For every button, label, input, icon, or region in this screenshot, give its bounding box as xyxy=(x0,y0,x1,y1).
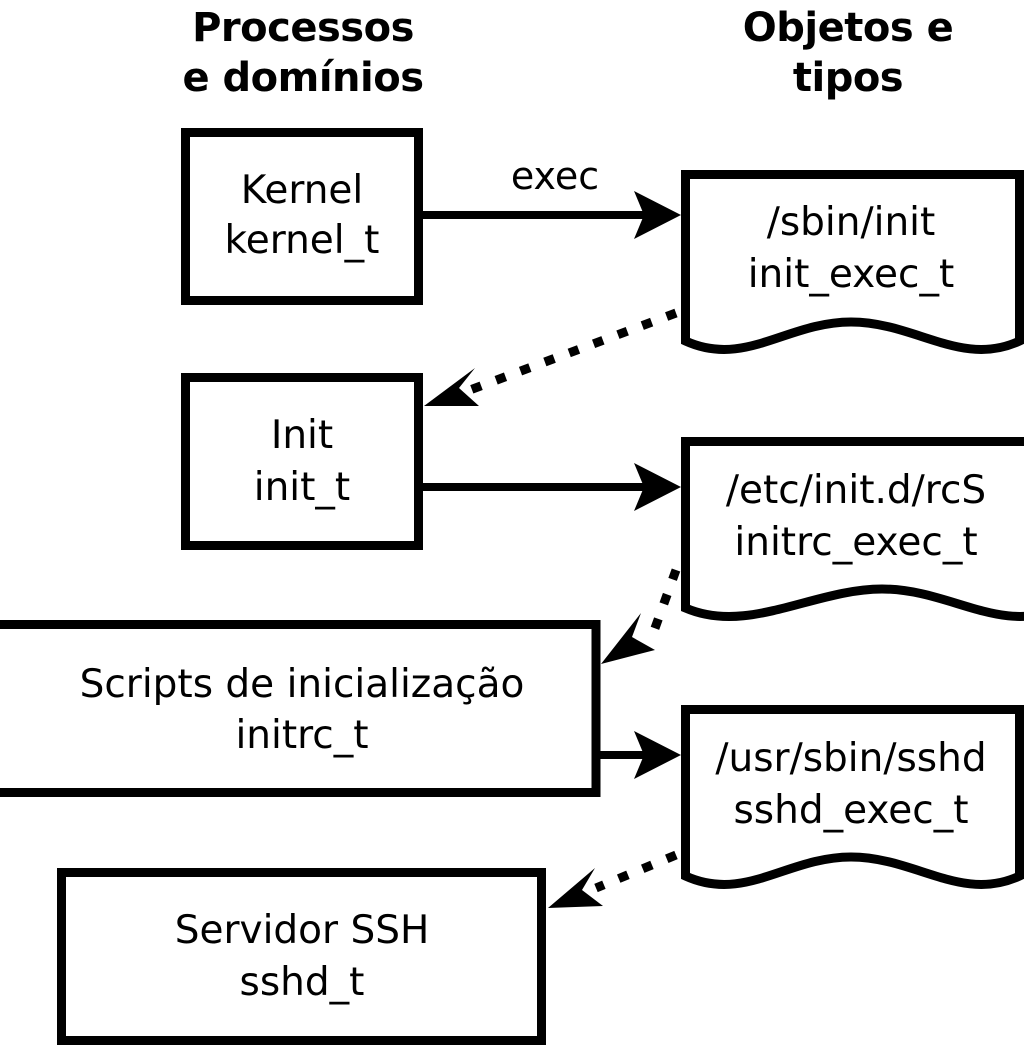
edge-initrc-exec-to-initrc-arrowhead xyxy=(601,613,655,664)
header-objects-line2: tipos xyxy=(793,55,903,101)
node-initrc-line1: Scripts de inicialização xyxy=(80,662,525,707)
edge-sshd-exec-to-sshd-arrowhead xyxy=(548,868,603,908)
node-initrc-exec[interactable]: /etc/init.d/rcS initrc_exec_t xyxy=(681,437,1024,621)
node-init-box[interactable] xyxy=(181,373,423,550)
edge-initrc-exec-to-initrc xyxy=(601,568,681,664)
node-sshd-box[interactable] xyxy=(57,868,546,1045)
node-init-line2: init_t xyxy=(254,465,350,510)
edge-init-exec-to-init-arrowhead xyxy=(424,368,479,406)
edge-label-exec: exec xyxy=(511,154,599,198)
edge-initrc-exec-to-initrc-line xyxy=(645,568,681,644)
edge-initrc-to-sshd-exec-arrowhead xyxy=(634,731,681,779)
node-init-line1: Init xyxy=(271,413,333,458)
node-kernel[interactable]: Kernel kernel_t xyxy=(181,128,423,305)
node-init[interactable]: Init init_t xyxy=(181,373,423,550)
edge-init-to-initrc-exec-arrowhead xyxy=(634,463,681,511)
node-sshd[interactable]: Servidor SSH sshd_t xyxy=(57,868,546,1045)
node-init-exec-doc[interactable] xyxy=(681,170,1024,354)
node-kernel-line1: Kernel xyxy=(241,168,364,213)
node-sshd-line1: Servidor SSH xyxy=(175,908,430,953)
node-sshd-exec-doc[interactable] xyxy=(681,705,1024,889)
node-sshd-exec-line2: sshd_exec_t xyxy=(733,788,968,833)
node-initrc-exec-doc[interactable] xyxy=(681,437,1024,621)
node-initrc-exec-line1: /etc/init.d/rcS xyxy=(726,468,986,513)
edge-initrc-to-sshd-exec xyxy=(600,731,681,779)
header-objects-line1: Objetos e xyxy=(743,5,953,51)
node-sshd-line2: sshd_t xyxy=(240,960,365,1005)
edge-kernel-to-init-exec-arrowhead xyxy=(634,191,681,239)
edge-init-exec-to-init-line xyxy=(468,308,678,395)
column-header-objects: Objetos e tipos xyxy=(743,5,954,101)
node-initrc-line2: initrc_t xyxy=(235,713,368,758)
node-init-exec-line2: init_exec_t xyxy=(748,252,955,297)
node-kernel-line2: kernel_t xyxy=(225,218,380,263)
header-processes-line1: Processos xyxy=(192,5,414,51)
node-init-exec[interactable]: /sbin/init init_exec_t xyxy=(681,170,1024,354)
node-initrc[interactable]: Scripts de inicialização initrc_t xyxy=(0,620,601,797)
edge-kernel-to-init-exec: exec xyxy=(422,154,681,239)
edge-sshd-exec-to-sshd-line xyxy=(594,850,678,893)
node-initrc-box[interactable] xyxy=(0,620,601,797)
column-header-processes: Processos e domínios xyxy=(182,5,424,101)
node-init-exec-line1: /sbin/init xyxy=(767,200,936,245)
header-processes-line2: e domínios xyxy=(182,55,423,101)
edge-init-to-initrc-exec xyxy=(422,463,681,511)
node-sshd-exec[interactable]: /usr/sbin/sshd sshd_exec_t xyxy=(681,705,1024,889)
edge-sshd-exec-to-sshd xyxy=(548,850,678,908)
node-initrc-exec-line2: initrc_exec_t xyxy=(734,520,977,565)
node-kernel-box[interactable] xyxy=(181,128,423,305)
node-sshd-exec-line1: /usr/sbin/sshd xyxy=(715,736,986,781)
edge-init-exec-to-init xyxy=(424,308,678,406)
